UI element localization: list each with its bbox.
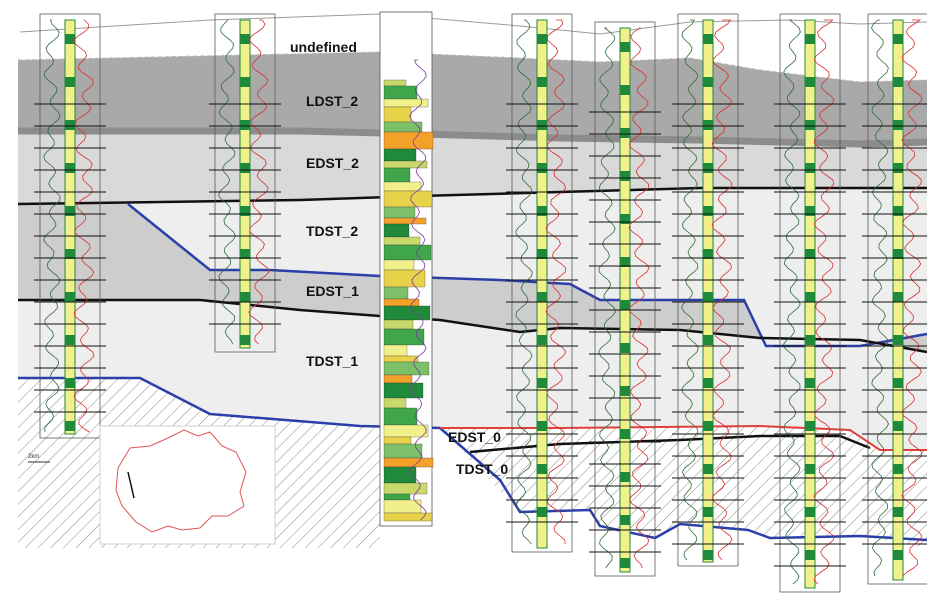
lithology-column bbox=[379, 11, 434, 527]
inset-map-frame bbox=[99, 425, 276, 545]
boundary-ldst2-top bbox=[17, 51, 927, 83]
scale-bar: 2km bbox=[28, 454, 50, 463]
zone-edst1-fill bbox=[18, 204, 927, 352]
well-column bbox=[862, 13, 927, 585]
scale-bar-label: 2km bbox=[28, 454, 39, 460]
boundary-tdst1-base bbox=[18, 376, 927, 542]
well-column bbox=[506, 13, 578, 553]
well-column bbox=[672, 13, 744, 567]
zone-label-tdst2: TDST_2 bbox=[306, 223, 358, 239]
well-column bbox=[209, 13, 281, 353]
zone-hatched-right bbox=[440, 426, 927, 548]
inset-location-map bbox=[99, 425, 276, 545]
zone-label-tdst1: TDST_1 bbox=[306, 353, 358, 369]
zone-label-edst0: EDST_0 bbox=[448, 429, 501, 445]
boundary-ldst2-base bbox=[18, 127, 927, 148]
well-column bbox=[34, 13, 106, 439]
zone-label-edst2: EDST_2 bbox=[306, 155, 359, 171]
well-column bbox=[589, 21, 661, 577]
zone-label-edst1: EDST_1 bbox=[306, 283, 359, 299]
zone-label-undefined: undefined bbox=[290, 39, 357, 55]
boundary-edst1-base bbox=[18, 298, 927, 354]
well-logs bbox=[34, 11, 927, 593]
zone-label-ldst2: LDST_2 bbox=[306, 93, 358, 109]
zone-label-tdst0: TDST_0 bbox=[456, 461, 508, 477]
well-column bbox=[774, 13, 846, 593]
basin-outline bbox=[115, 429, 247, 533]
top-datum-line bbox=[19, 13, 927, 35]
section-line-marker bbox=[127, 471, 135, 499]
